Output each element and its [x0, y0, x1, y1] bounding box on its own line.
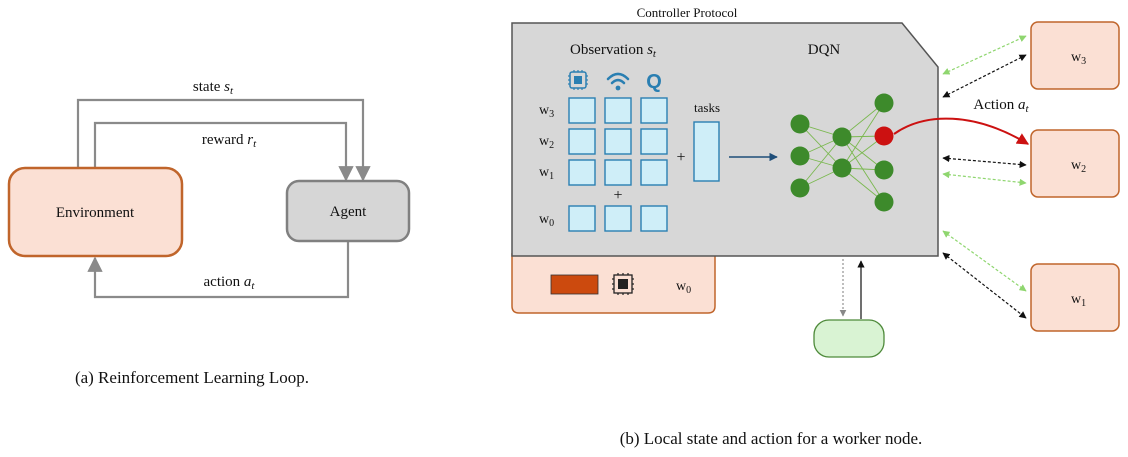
caption-b: (b) Local state and action for a worker …: [620, 429, 923, 448]
output-node: [874, 93, 894, 113]
communication-links: [942, 35, 1027, 319]
worker-label-w1: w1: [1071, 292, 1086, 309]
panel-a: state st reward rt action at Environment…: [7, 79, 411, 387]
cpu-icon: [568, 70, 588, 90]
queue-icon: Q: [646, 71, 662, 93]
action-label: action at: [204, 274, 256, 292]
orange-block: [550, 274, 599, 295]
input-node: [790, 178, 810, 198]
grid-cell: [568, 205, 596, 232]
state-label: state st: [193, 79, 234, 97]
worker-box-w2: [1030, 129, 1120, 198]
output-node-selected: [874, 126, 894, 146]
worker-box-w3: [1030, 21, 1120, 90]
grid-cell: [568, 97, 596, 124]
link-green: [942, 171, 1027, 186]
plus-sign-grid: +: [613, 187, 622, 204]
storage-node: [813, 319, 885, 358]
worker-label-w3: w3: [1071, 50, 1086, 67]
grid-cell: [604, 205, 632, 232]
reward-arrow: [93, 121, 354, 182]
reward-label: reward rt: [202, 132, 257, 150]
grid-cell: [604, 159, 632, 186]
link-green: [942, 230, 1027, 292]
agent-label: Agent: [330, 204, 367, 220]
environment-label: Environment: [56, 205, 135, 221]
action-arrow-red: [893, 117, 1030, 145]
observation-label: Observation st: [570, 42, 657, 60]
grid-cell: [640, 128, 668, 155]
link-green: [942, 35, 1027, 75]
row-label-w3: w3: [539, 103, 554, 120]
grid-cell: [640, 159, 668, 186]
worker-box-w1: [1030, 263, 1120, 332]
link-black: [942, 252, 1027, 319]
link-black: [942, 54, 1027, 98]
controller-title: Controller Protocol: [637, 5, 738, 20]
input-node: [790, 114, 810, 134]
action-arrow: [87, 242, 350, 299]
worker-label-w2: w2: [1071, 158, 1086, 175]
grid-cell: [640, 205, 668, 232]
local-node-label: w0: [676, 279, 691, 296]
grid-cell: [604, 128, 632, 155]
tasks-vector: [693, 121, 720, 182]
output-node: [874, 192, 894, 212]
tasks-label: tasks: [694, 100, 720, 115]
output-node: [874, 160, 894, 180]
input-node: [790, 146, 810, 166]
action-label-b: Action at: [973, 97, 1029, 115]
wifi-icon: [606, 72, 630, 91]
hidden-node: [832, 127, 852, 147]
grid-cell: [640, 97, 668, 124]
grid-cell: [568, 128, 596, 155]
state-arrow: [76, 98, 371, 182]
local-cpu-icon: [612, 273, 634, 295]
observation-grid: [568, 97, 668, 232]
dqn-network: [790, 93, 894, 212]
plus-sign-tasks: +: [676, 149, 685, 166]
row-label-w0: w0: [539, 212, 554, 229]
caption-a: (a) Reinforcement Learning Loop.: [75, 368, 309, 387]
row-label-w2: w2: [539, 134, 554, 151]
dqn-label: DQN: [808, 42, 841, 58]
environment-box: [7, 166, 184, 258]
panel-b: Controller Protocol w0 Observation st DQ…: [511, 5, 1120, 448]
grid-cell: [604, 97, 632, 124]
row-label-w1: w1: [539, 165, 554, 182]
link-black: [942, 154, 1027, 169]
grid-cell: [568, 159, 596, 186]
hidden-node: [832, 158, 852, 178]
agent-box: [285, 179, 411, 243]
